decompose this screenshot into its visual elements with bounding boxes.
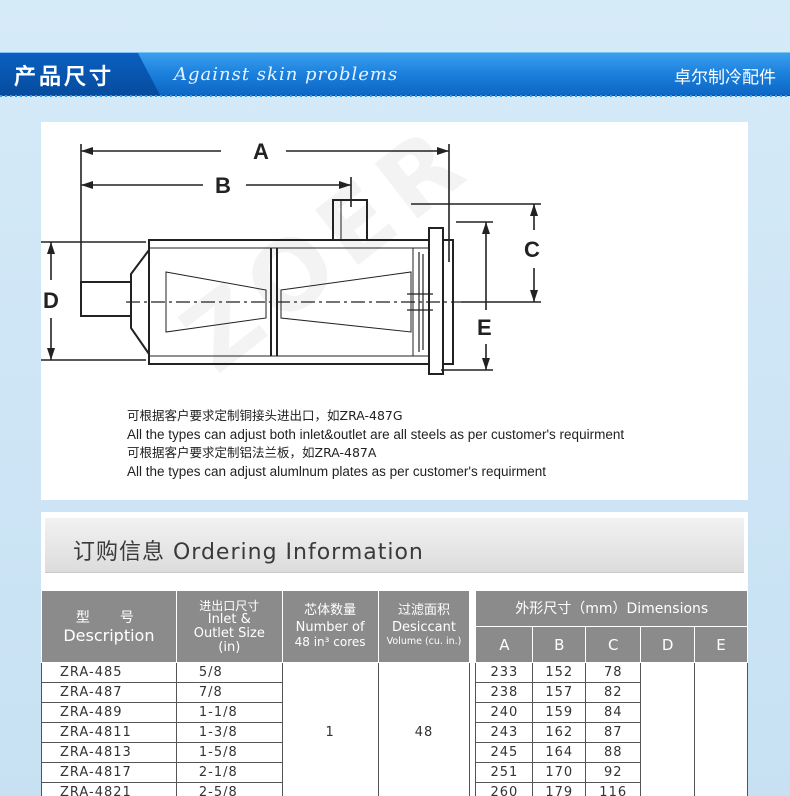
note-line: 可根据客户要求定制铜接头进出口，如ZRA-487G <box>127 408 403 423</box>
dim-label-a: A <box>253 139 269 164</box>
header-title-block <box>0 53 160 95</box>
cell-b: 162 <box>532 722 587 743</box>
col-header-description: 型 号 Description <box>41 590 177 663</box>
cell-size: 2-1/8 <box>175 762 283 783</box>
header-slogan: Against skin problems <box>174 64 399 85</box>
ordering-title: 订购信息 Ordering Information <box>73 540 424 565</box>
cell-b: 159 <box>532 702 587 723</box>
cell-a: 260 <box>475 782 534 796</box>
col-header-volume: 过滤面积 Desiccant Volume (cu. in.) <box>377 590 471 663</box>
cell-size: 1-5/8 <box>175 742 283 763</box>
ordering-information-panel: 订购信息 Ordering Information 型 号 Descriptio… <box>41 512 748 796</box>
cell-model: ZRA-489 <box>41 702 177 723</box>
cell-size: 7/8 <box>175 682 283 703</box>
cell-model: ZRA-4811 <box>41 722 177 743</box>
cell-b: 179 <box>532 782 587 796</box>
dim-label-c: C <box>524 237 540 262</box>
col-gap <box>469 590 476 663</box>
cell-cores: 1 <box>281 662 379 796</box>
cell-model: ZRA-485 <box>41 662 177 683</box>
ordering-header: 订购信息 Ordering Information <box>45 518 744 573</box>
note-line: All the types can adjust both inlet&outl… <box>127 426 625 442</box>
cell-size: 2-5/8 <box>175 782 283 796</box>
cell-c: 84 <box>585 702 642 723</box>
cell-a: 238 <box>475 682 534 703</box>
cell-c: 116 <box>585 782 642 796</box>
cell-model: ZRA-487 <box>41 682 177 703</box>
header-band: 产品尺寸 Against skin problems 卓尔制冷配件 <box>0 52 790 96</box>
col-header-b: B <box>532 626 587 663</box>
col-header-c: C <box>585 626 642 663</box>
cell-b: 170 <box>532 762 587 783</box>
col-header-a: A <box>475 626 534 663</box>
note-line: 可根据客户要求定制铝法兰板，如ZRA-487A <box>127 445 377 461</box>
dim-label-e: E <box>477 315 492 340</box>
cell-model: ZRA-4821 <box>41 782 177 796</box>
customization-notes: 可根据客户要求定制铜接头进出口，如ZRA-487G All the types … <box>127 407 624 481</box>
cell-c: 88 <box>585 742 642 763</box>
col-header-e: E <box>694 626 748 663</box>
cell-b: 157 <box>532 682 587 703</box>
header-title: 产品尺寸 <box>14 65 115 90</box>
cell-model: ZRA-4813 <box>41 742 177 763</box>
table-row: ZRA-4811 1-3/8 243 162 87 <box>41 722 748 743</box>
col-header-d: D <box>640 626 696 663</box>
cell-a: 251 <box>475 762 534 783</box>
cell-c: 87 <box>585 722 642 743</box>
cell-d <box>640 662 696 796</box>
cell-c: 92 <box>585 762 642 783</box>
cell-size: 1-1/8 <box>175 702 283 723</box>
table-row: ZRA-489 1-1/8 240 159 84 <box>41 702 748 723</box>
table-row: ZRA-4817 2-1/8 251 170 92 <box>41 762 748 783</box>
header-company: 卓尔制冷配件 <box>674 68 776 88</box>
cell-c: 78 <box>585 662 642 683</box>
cell-a: 233 <box>475 662 534 683</box>
cell-c: 82 <box>585 682 642 703</box>
note-line: All the types can adjust alumlnum plates… <box>127 463 547 479</box>
spec-table: 型 号 Description 进出口尺寸 Inlet & Outlet Siz… <box>41 590 748 796</box>
dim-label-d: D <box>43 288 59 313</box>
cell-a: 243 <box>475 722 534 743</box>
col-header-dimensions: 外形尺寸（mm）Dimensions <box>475 590 748 627</box>
col-header-size: 进出口尺寸 Inlet & Outlet Size (in) <box>175 590 283 663</box>
table-row: ZRA-4821 2-5/8 260 179 116 <box>41 782 748 796</box>
cell-a: 240 <box>475 702 534 723</box>
cell-e <box>694 662 748 796</box>
cell-volume: 48 <box>377 662 471 796</box>
cell-a: 245 <box>475 742 534 763</box>
cell-b: 164 <box>532 742 587 763</box>
header-divider <box>0 95 790 97</box>
table-row: ZRA-485 5/8 1 48 233 152 78 <box>41 662 748 796</box>
cell-model: ZRA-4817 <box>41 762 177 783</box>
cell-b: 152 <box>532 662 587 683</box>
col-header-cores: 芯体数量 Number of 48 in³ cores <box>281 590 379 663</box>
cell-size: 5/8 <box>175 662 283 683</box>
dim-label-b: B <box>215 173 231 198</box>
cell-size: 1-3/8 <box>175 722 283 743</box>
filter-drier-drawing: A B C E D <box>41 139 541 375</box>
dimension-drawing-panel: ZOER <box>41 102 748 500</box>
